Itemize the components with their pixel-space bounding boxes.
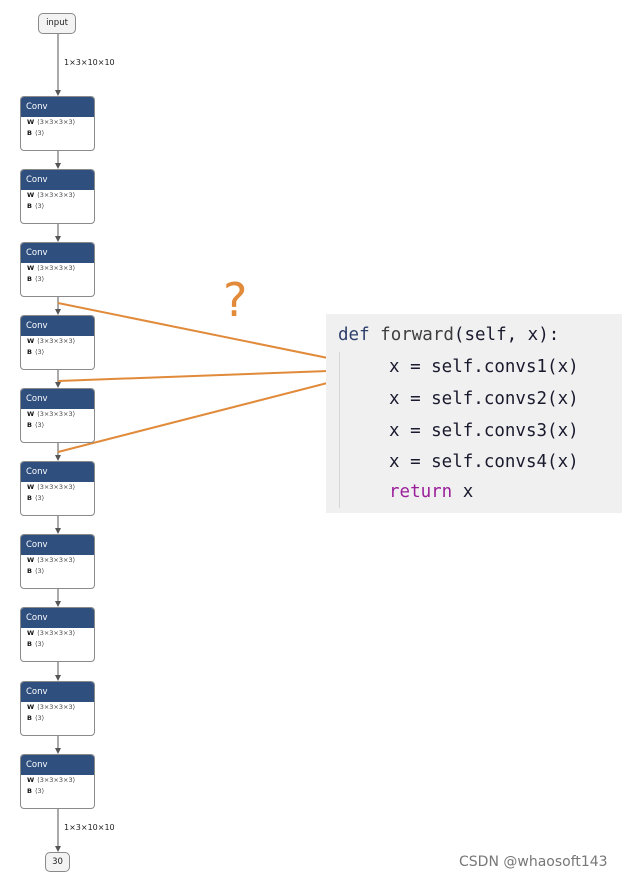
watermark: CSDN @whaosoft143 — [459, 854, 608, 870]
conv-bias-row: B⟨3⟩ — [27, 202, 45, 210]
conv-node-title: Conv — [21, 462, 94, 482]
conv-bias-row: B⟨3⟩ — [27, 567, 45, 575]
conv-bias-row: B⟨3⟩ — [27, 640, 45, 648]
conv-weight-row: W⟨3×3×3×3⟩ — [27, 191, 76, 199]
conv-node: Conv W⟨3×3×3×3⟩ B⟨3⟩ — [20, 681, 95, 736]
conv-bias-row: B⟨3⟩ — [27, 421, 45, 429]
def-keyword: def — [338, 325, 370, 345]
code-line: x = self.convs1(x) — [389, 357, 579, 377]
conv-bias-row: B⟨3⟩ — [27, 348, 45, 356]
conv-weight-row: W⟨3×3×3×3⟩ — [27, 776, 76, 784]
conv-node-title: Conv — [21, 316, 94, 336]
question-mark-annotation: ? — [223, 273, 248, 327]
conv-bias-row: B⟨3⟩ — [27, 275, 45, 283]
conv-node: Conv W⟨3×3×3×3⟩ B⟨3⟩ — [20, 534, 95, 589]
conv-node-title: Conv — [21, 389, 94, 409]
code-line: x = self.convs2(x) — [389, 389, 579, 409]
conv-node-title: Conv — [21, 170, 94, 190]
conv-node-title: Conv — [21, 243, 94, 263]
code-line-def: def forward(self, x): — [338, 324, 559, 346]
conv-bias-row: B⟨3⟩ — [27, 714, 45, 722]
conv-weight-row: W⟨3×3×3×3⟩ — [27, 556, 76, 564]
conv-weight-row: W⟨3×3×3×3⟩ — [27, 264, 76, 272]
conv-node-title: Conv — [21, 97, 94, 117]
conv-bias-row: B⟨3⟩ — [27, 787, 45, 795]
conv-bias-row: B⟨3⟩ — [27, 494, 45, 502]
tensor-shape-label-output: 1×3×10×10 — [64, 823, 115, 832]
conv-weight-row: W⟨3×3×3×3⟩ — [27, 410, 76, 418]
conv-node-title: Conv — [21, 755, 94, 775]
return-value: x — [452, 482, 474, 502]
conv-weight-row: W⟨3×3×3×3⟩ — [27, 629, 76, 637]
tensor-shape-label-input: 1×3×10×10 — [64, 58, 115, 67]
function-name: forward — [380, 325, 454, 345]
conv-node: Conv W⟨3×3×3×3⟩ B⟨3⟩ — [20, 169, 95, 224]
conv-node: Conv W⟨3×3×3×3⟩ B⟨3⟩ — [20, 96, 95, 151]
conv-node: Conv W⟨3×3×3×3⟩ B⟨3⟩ — [20, 388, 95, 443]
output-node: 30 — [45, 852, 70, 872]
conv-node: Conv W⟨3×3×3×3⟩ B⟨3⟩ — [20, 754, 95, 809]
code-snippet-panel — [326, 314, 622, 513]
conv-node: Conv W⟨3×3×3×3⟩ B⟨3⟩ — [20, 607, 95, 662]
code-indent-guide — [339, 352, 340, 508]
conv-node: Conv W⟨3×3×3×3⟩ B⟨3⟩ — [20, 315, 95, 370]
conv-node-title: Conv — [21, 682, 94, 702]
conv-weight-row: W⟨3×3×3×3⟩ — [27, 483, 76, 491]
conv-node-title: Conv — [21, 535, 94, 555]
code-line: x = self.convs4(x) — [389, 452, 579, 472]
conv-bias-row: B⟨3⟩ — [27, 129, 45, 137]
conv-weight-row: W⟨3×3×3×3⟩ — [27, 703, 76, 711]
return-keyword: return — [389, 482, 453, 502]
conv-node: Conv W⟨3×3×3×3⟩ B⟨3⟩ — [20, 461, 95, 516]
input-node: input — [38, 13, 76, 34]
code-line: x = self.convs3(x) — [389, 421, 579, 441]
conv-weight-row: W⟨3×3×3×3⟩ — [27, 337, 76, 345]
conv-weight-row: W⟨3×3×3×3⟩ — [27, 118, 76, 126]
function-signature: (self, x): — [453, 325, 560, 345]
conv-node: Conv W⟨3×3×3×3⟩ B⟨3⟩ — [20, 242, 95, 297]
code-line-return: return x — [389, 481, 473, 503]
conv-node-title: Conv — [21, 608, 94, 628]
